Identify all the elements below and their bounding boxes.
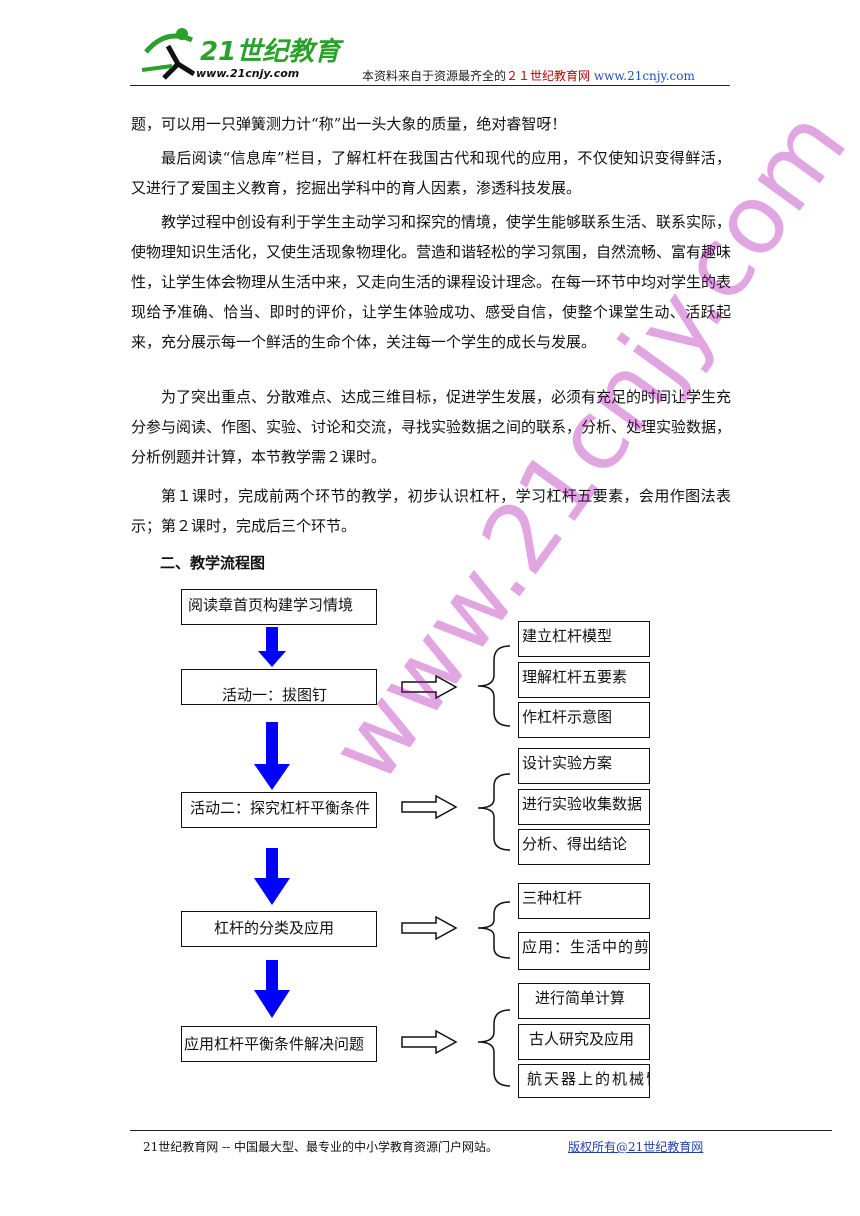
sub-step-three-levers: 三种杠杆 [518, 883, 650, 919]
brace-2 [477, 773, 511, 851]
paragraph-5: 第１课时，完成前两个环节的教学，初步认识杠杆，学习杠杆五要素，会用作图法表示；第… [131, 487, 731, 535]
down-arrow-3 [254, 848, 290, 905]
flow-step-5: 应用杠杆平衡条件解决问题 [181, 1026, 377, 1062]
sub-step-ancient-research: 古人研究及应用 [518, 1024, 650, 1060]
section-title: 二、教学流程图 [160, 554, 266, 572]
down-arrow-1 [258, 627, 286, 667]
brace-1 [477, 645, 511, 727]
sub-step-scissors: 应用：生活中的剪刀 [518, 932, 650, 970]
right-arrow-2 [401, 795, 457, 819]
brace-4 [477, 1009, 511, 1087]
sub-step-lever-diagram: 作杠杆示意图 [518, 702, 650, 738]
header-source-site[interactable]: ２１世纪教育网 [506, 69, 591, 83]
flow-step-1: 阅读章首页构建学习情境 [181, 589, 377, 625]
paragraph-4: 为了突出重点、分散难点、达成三维目标，促进学生发展，必须有充足的时间让学生充分参… [131, 388, 732, 466]
right-arrow-1 [401, 675, 457, 699]
sub-step-robot-arm: 航天器上的机械臂 [518, 1064, 650, 1098]
footer-divider [130, 1130, 832, 1131]
paragraph-1: 题，可以用一只弹簧测力计“称”出一头大象的质量，绝对睿智呀！ [131, 115, 567, 133]
right-arrow-4 [401, 1030, 457, 1054]
logo-text: 21世纪教育 [200, 37, 344, 67]
flow-step-2: 活动一：拔图钉 [181, 669, 377, 705]
sub-step-five-elements: 理解杠杆五要素 [518, 662, 650, 698]
sub-step-calculation: 进行简单计算 [518, 983, 650, 1019]
header-source: 本资料来自于资源最齐全的２１世纪教育网 www.21cnjy.com [362, 67, 695, 84]
sub-step-lever-model: 建立杠杆模型 [518, 621, 650, 657]
sub-step-collect-data: 进行实验收集数据 [518, 789, 650, 825]
right-arrow-3 [401, 916, 457, 940]
site-logo: 21世纪教育 www.21cnjy.com [138, 22, 348, 84]
paragraph-2: 最后阅读“信息库”栏目，了解杠杆在我国古代和现代的应用，不仅使知识变得鲜活，又进… [131, 149, 731, 197]
header-divider [130, 85, 730, 86]
down-arrow-2 [254, 722, 290, 790]
sub-step-design-plan: 设计实验方案 [518, 748, 650, 784]
footer-copyright-link[interactable]: 版权所有@21世纪教育网 [568, 1140, 704, 1154]
flow-step-3: 活动二：探究杠杆平衡条件 [181, 792, 377, 828]
down-arrow-4 [254, 960, 290, 1018]
footer-text: 21世纪教育网 -- 中国最大型、最专业的中小学教育资源门户网站。 [143, 1140, 499, 1154]
paragraph-3: 教学过程中创设有利于学生主动学习和探究的情境，使学生能够联系生活、联系实际，使物… [131, 213, 732, 351]
header-source-prefix: 本资料来自于资源最齐全的 [362, 69, 507, 83]
flow-step-4: 杠杆的分类及应用 [181, 911, 377, 947]
header-source-url[interactable]: www.21cnjy.com [593, 69, 695, 83]
logo-url: www.21cnjy.com [196, 67, 299, 80]
brace-3 [477, 901, 511, 959]
sub-step-conclusion: 分析、得出结论 [518, 829, 650, 865]
